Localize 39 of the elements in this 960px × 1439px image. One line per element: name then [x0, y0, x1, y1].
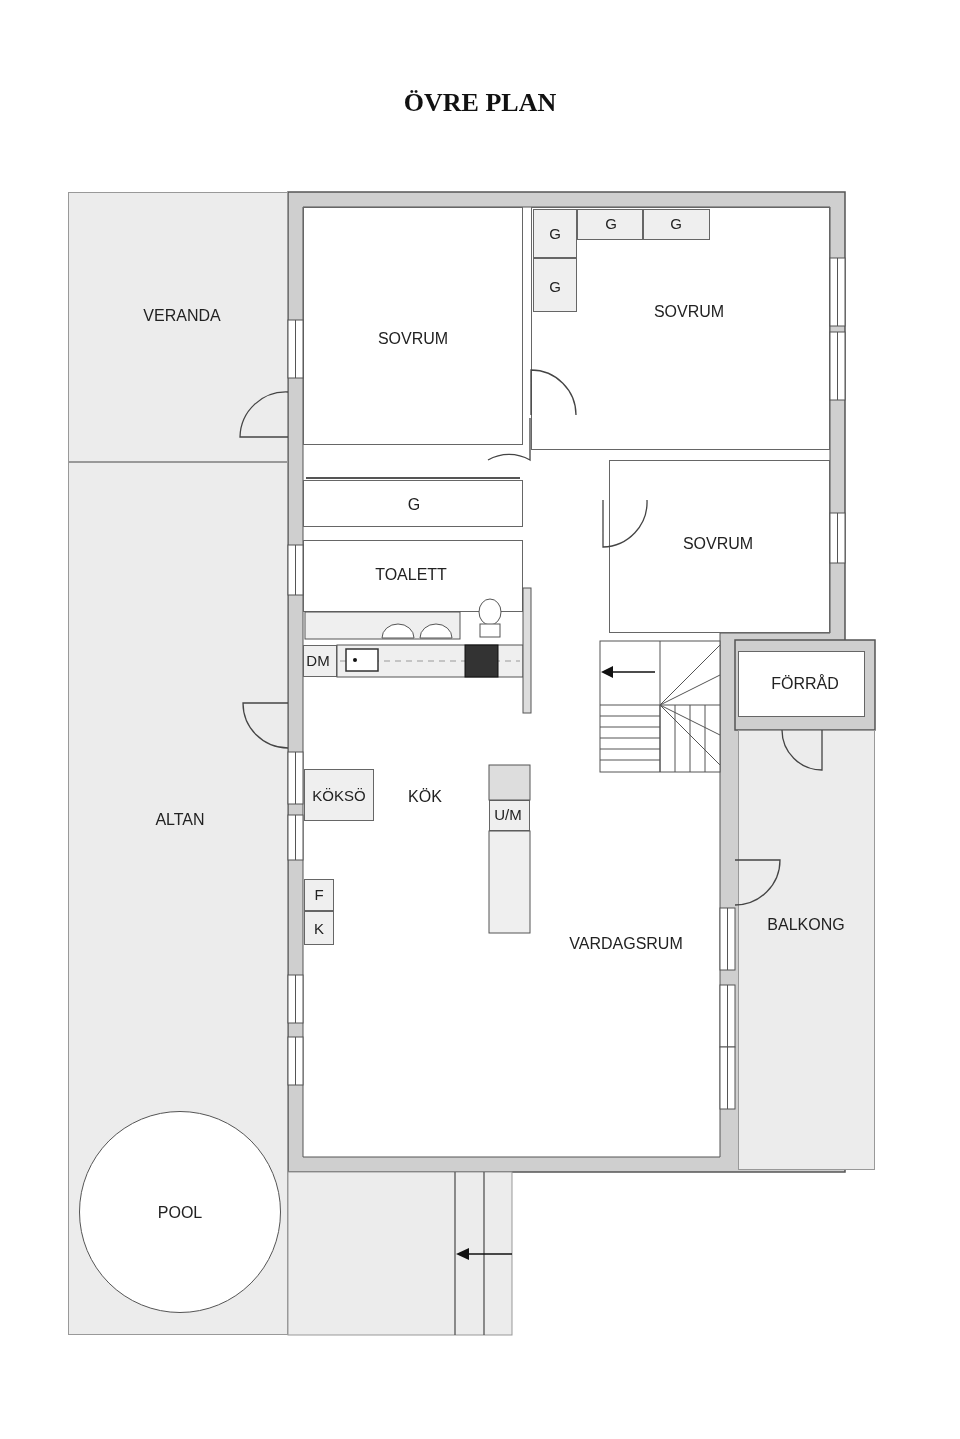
room-name: BALKONG [767, 917, 845, 933]
wardrobe-box [533, 209, 577, 258]
room-name: DM [306, 652, 330, 668]
room-name: G [605, 215, 617, 231]
closet-area [303, 480, 523, 527]
appliance-box [304, 879, 334, 911]
room-area [303, 540, 523, 612]
room-name: SOVRUM [682, 536, 754, 552]
appliance-box [303, 645, 337, 677]
room-name: SOVRUM [377, 331, 449, 347]
wardrobe-box [577, 209, 643, 240]
room-name: VARDAGSRUM [569, 936, 683, 952]
balcony-area [738, 730, 875, 1170]
room-name: G [549, 225, 561, 241]
wardrobe-box [533, 258, 577, 312]
room-name: FÖRRÅD [771, 676, 839, 692]
terrace-area [68, 462, 288, 1335]
wardrobe-box [643, 209, 710, 240]
plan-title: ÖVRE PLAN [403, 88, 557, 117]
room-area [609, 460, 830, 633]
room-name: KÖKSÖ [312, 787, 366, 803]
room-name: G [549, 278, 561, 294]
room-name: K [314, 920, 324, 936]
room-name: KÖK [408, 789, 442, 805]
appliance-box [304, 911, 334, 945]
room-name: SOVRUM [653, 304, 725, 320]
room-name: G [407, 497, 421, 513]
room-name: POOL [157, 1205, 203, 1221]
veranda-area [68, 192, 288, 462]
room-name: F [314, 886, 324, 902]
room-name: U/M [494, 806, 522, 822]
room-name: G [670, 215, 682, 231]
room-area [303, 207, 523, 445]
room-name: TOALETT [375, 567, 447, 583]
room-area [531, 207, 830, 450]
room-area [738, 651, 865, 717]
room-name: VERANDA [143, 308, 221, 324]
kitchen-island-box [304, 769, 374, 821]
room-name: ALTAN [155, 812, 205, 828]
